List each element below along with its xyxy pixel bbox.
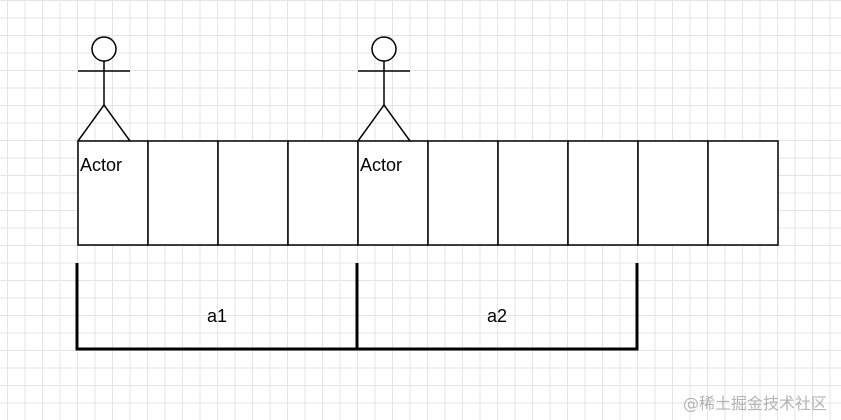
array-cell-5 xyxy=(427,140,499,246)
actor-2-right-leg xyxy=(383,104,411,142)
actor-1-left-leg xyxy=(77,104,105,142)
array-cell-2 xyxy=(217,140,289,246)
array-cell-4 xyxy=(357,140,429,246)
bracket-a2-shape xyxy=(355,263,639,351)
actor-2-head xyxy=(371,36,397,62)
actor-1-head xyxy=(91,36,117,62)
bracket-a2-label: a2 xyxy=(487,306,507,326)
array-cell-1 xyxy=(147,140,219,246)
array-cell-3 xyxy=(287,140,359,246)
array-cell-9 xyxy=(707,140,779,246)
actor-2-left-leg xyxy=(357,104,385,142)
array-cell-6 xyxy=(497,140,569,246)
array-cell-8 xyxy=(637,140,709,246)
actor-2-label: Actor xyxy=(360,155,402,175)
actor-1-right-leg xyxy=(103,104,131,142)
watermark-text: @稀土掘金技术社区 xyxy=(682,394,827,413)
array-cell-7 xyxy=(567,140,639,246)
bracket-a1-label: a1 xyxy=(207,306,227,326)
array-cell-0 xyxy=(77,140,149,246)
actor-1-label: Actor xyxy=(80,155,122,175)
